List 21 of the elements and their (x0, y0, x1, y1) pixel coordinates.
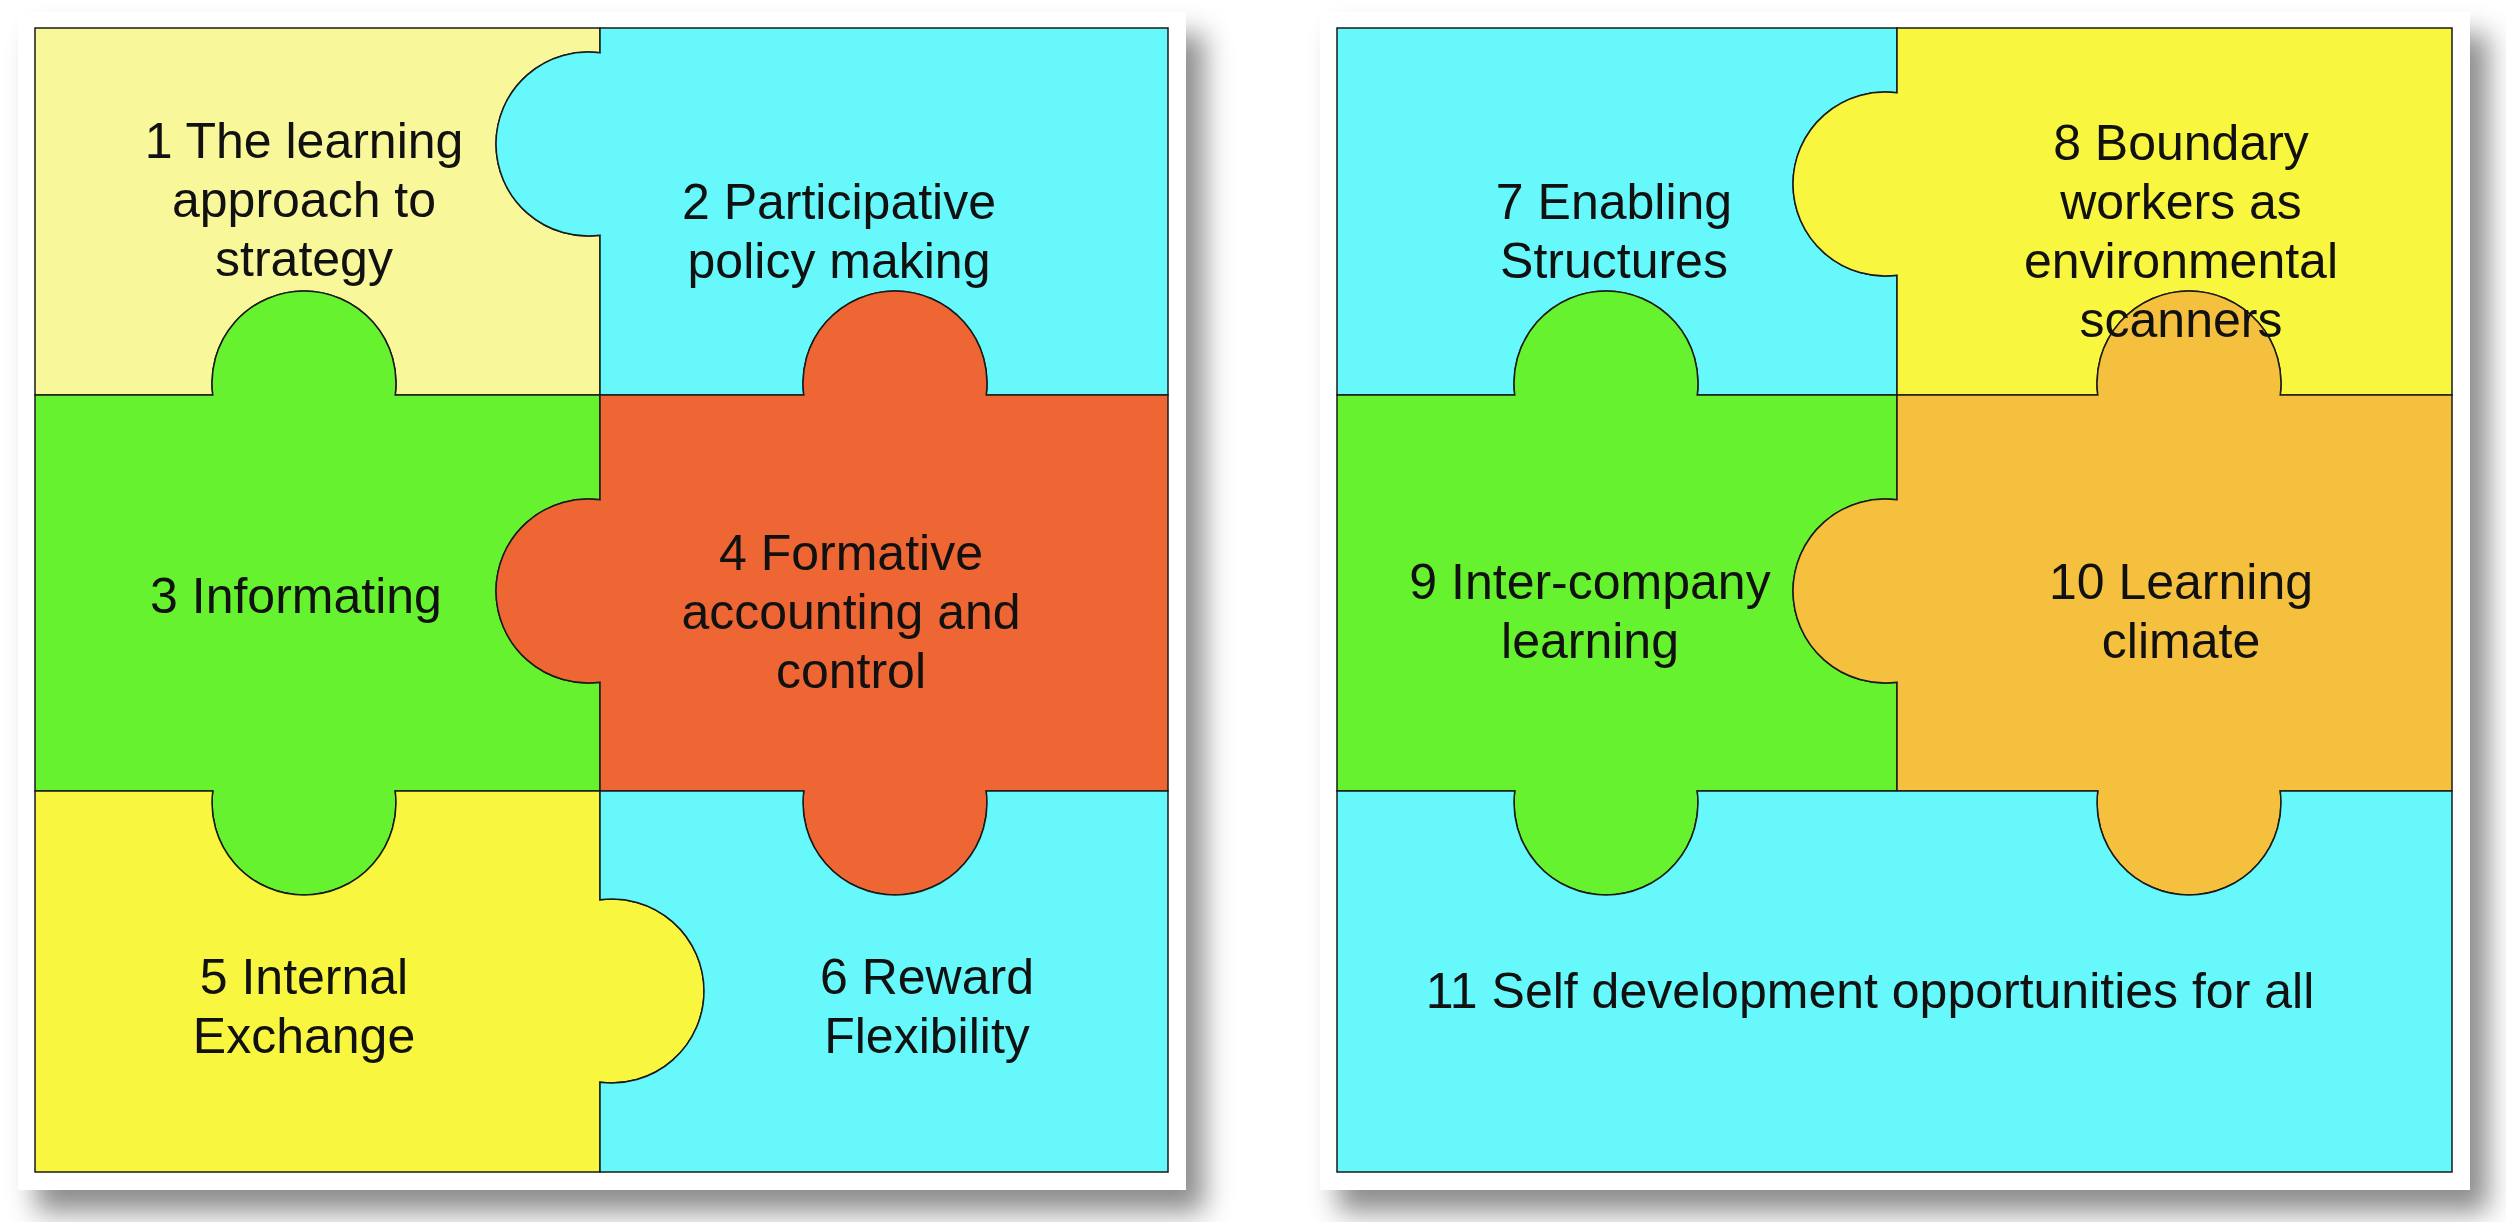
piece-label: 5 Internal Exchange (191, 948, 417, 1066)
piece-label: 1 The learning approach to strategy (143, 111, 465, 289)
piece-label: 4 Formative accounting and control (680, 523, 1022, 701)
puzzle-piece (33, 789, 706, 1174)
puzzle-piece (33, 289, 602, 897)
piece-label: 11 Self development opportunities for all (1424, 961, 2316, 1021)
piece-label: 9 Inter-company learning (1408, 553, 1772, 671)
puzzle-piece (33, 26, 602, 397)
piece-label: 6 Reward Flexibility (819, 948, 1035, 1066)
piece-label: 10 Learning climate (2047, 553, 2315, 671)
puzzle-piece (1335, 26, 1899, 397)
puzzle-piece (494, 289, 1170, 897)
puzzle-piece (1335, 289, 1899, 897)
piece-label: 3 Informating (149, 566, 443, 626)
puzzle-piece (1791, 26, 2454, 397)
puzzle-piece (598, 789, 1170, 1174)
puzzle-piece (494, 26, 1170, 397)
puzzle-piece (1791, 289, 2454, 897)
piece-label: 7 Enabling Structures (1494, 173, 1734, 291)
puzzle-piece (1335, 789, 2454, 1174)
piece-label: 2 Participative policy making (680, 173, 997, 291)
